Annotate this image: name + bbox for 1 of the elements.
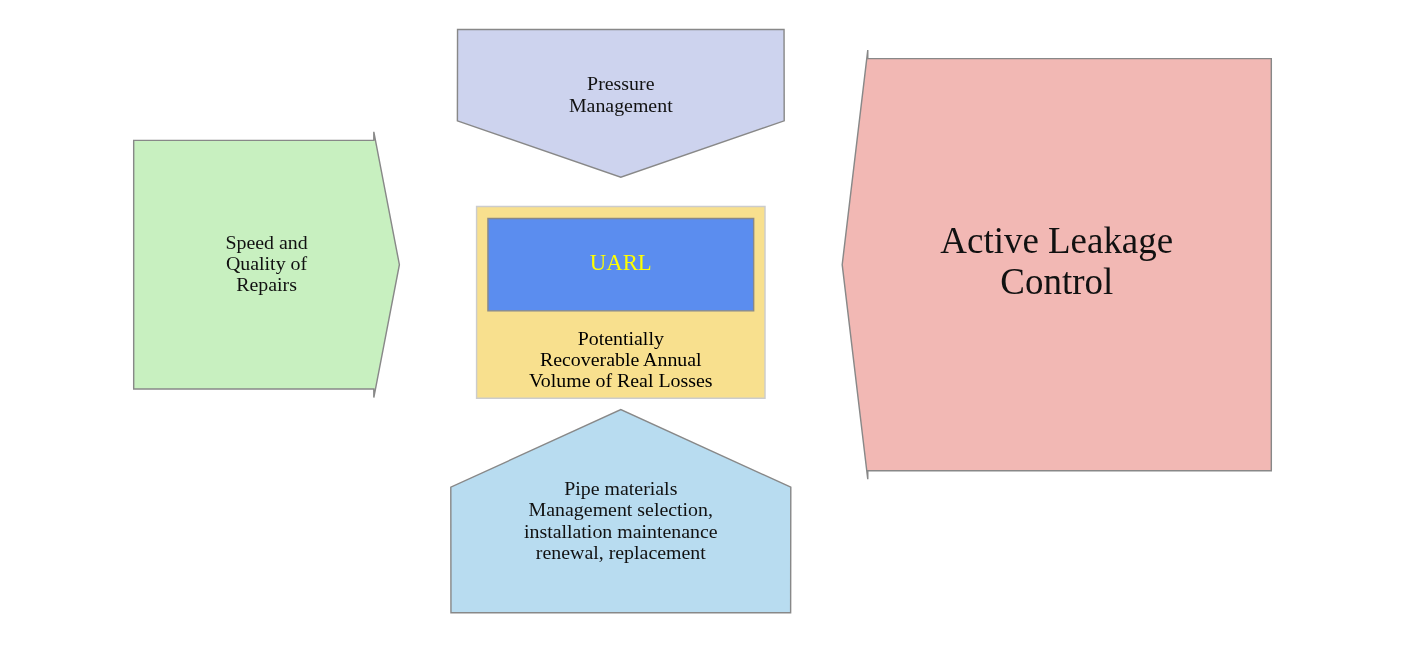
node-box: UARL bbox=[486, 217, 754, 312]
